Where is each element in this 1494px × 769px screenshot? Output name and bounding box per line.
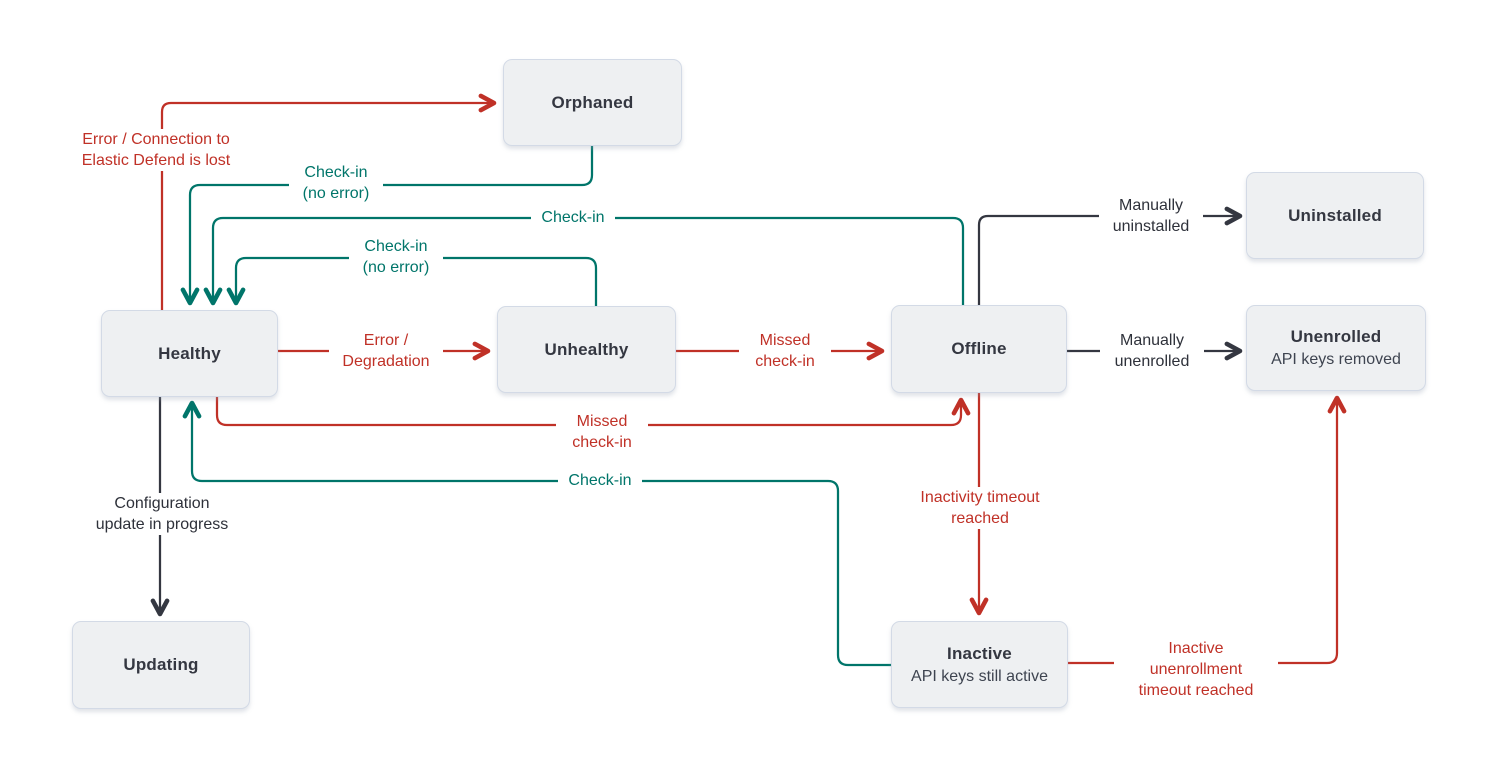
edge-inactive-to-healthy-checkin <box>182 400 891 667</box>
edge-label-checkin-offline: Check-in <box>531 207 615 228</box>
edge-healthy-to-orphaned <box>160 93 497 310</box>
node-title: Unenrolled <box>1290 327 1382 346</box>
node-title: Updating <box>123 655 199 674</box>
edge-label-error-degradation: Error / Degradation <box>329 330 443 372</box>
edge-label-missed-checkin-1: Missed check-in <box>739 330 831 372</box>
node-subtitle: API keys removed <box>1271 351 1401 368</box>
edge-label-manually-uninstalled: Manually uninstalled <box>1099 195 1203 237</box>
edge-label-configuration-update: Configuration update in progress <box>80 493 244 535</box>
edge-offline-to-uninstalled <box>977 206 1243 305</box>
node-unenrolled: Unenrolled API keys removed <box>1246 305 1426 391</box>
node-inactive: Inactive API keys still active <box>891 621 1068 708</box>
edge-inactive-to-unenrolled <box>1068 395 1347 665</box>
node-updating: Updating <box>72 621 250 709</box>
edge-label-checkin-no-error-2: Check-in (no error) <box>349 236 443 278</box>
edge-orphaned-to-healthy <box>180 146 594 306</box>
edge-label-error-connection: Error / Connection to Elastic Defend is … <box>58 129 254 171</box>
node-offline: Offline <box>891 305 1067 393</box>
node-title: Healthy <box>158 343 221 363</box>
edge-offline-to-healthy-checkin <box>203 216 965 306</box>
edge-label-inactive-unenrollment: Inactive unenrollment timeout reached <box>1114 638 1278 701</box>
edge-label-checkin-inactive: Check-in <box>558 470 642 491</box>
node-title: Orphaned <box>551 92 634 112</box>
node-orphaned: Orphaned <box>503 59 682 146</box>
node-title: Inactive <box>947 643 1012 663</box>
node-title: Uninstalled <box>1288 205 1382 225</box>
node-title: Offline <box>951 339 1007 358</box>
edge-label-manually-unenrolled: Manually unenrolled <box>1100 330 1204 372</box>
node-subtitle: API keys still active <box>911 667 1048 685</box>
edge-label-checkin-no-error-1: Check-in (no error) <box>289 162 383 204</box>
edge-label-inactivity-timeout: Inactivity timeout reached <box>898 487 1062 529</box>
node-healthy: Healthy <box>101 310 278 397</box>
node-unhealthy: Unhealthy <box>497 306 676 393</box>
edge-label-missed-checkin-2: Missed check-in <box>556 411 648 453</box>
node-title: Unhealthy <box>544 339 629 359</box>
node-uninstalled: Uninstalled <box>1246 172 1424 259</box>
